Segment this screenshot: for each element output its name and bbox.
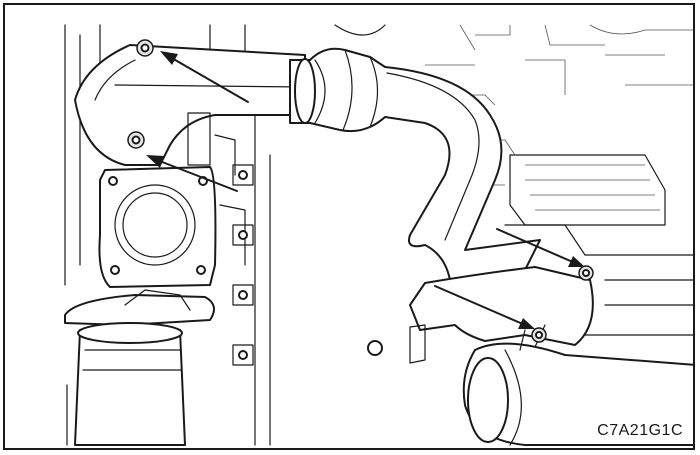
upper-bracket-nut-arrow-head [568, 256, 585, 267]
flange-plate [98, 112, 246, 288]
engine-block-background [64, 24, 693, 446]
illustration-frame: C7A21G1C [3, 3, 695, 450]
lower-flange-nut-arrow-head [146, 155, 164, 168]
rear-exhaust-pipe [367, 265, 693, 446]
lower-bracket-nut-arrow-head [518, 318, 535, 329]
figure-code: C7A21G1C [597, 422, 683, 439]
bracket-studs [232, 164, 254, 366]
exhaust-manifold [74, 39, 306, 166]
front-exhaust-pipe [289, 47, 541, 281]
callout-arrows [146, 51, 585, 329]
upper-flange-nut-arrow-head [160, 51, 178, 65]
catalytic-converter [64, 289, 215, 446]
exhaust-pipe-illustration [64, 24, 693, 446]
